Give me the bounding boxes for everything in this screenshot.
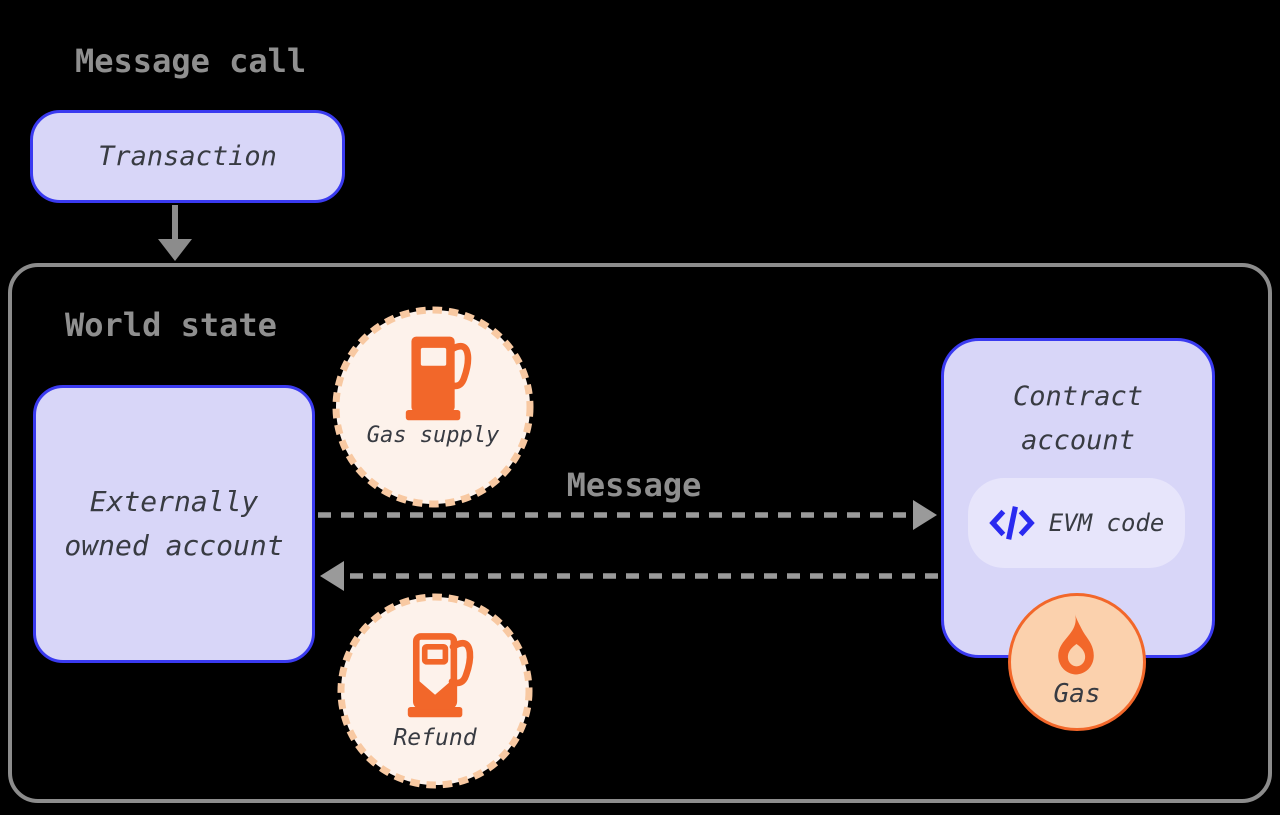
transaction-node: Transaction bbox=[30, 110, 345, 203]
externally-owned-account-node: Externally owned account bbox=[33, 385, 315, 663]
gas-supply-circle: Gas supply bbox=[331, 305, 535, 509]
refund-label: Refund bbox=[393, 725, 477, 751]
world-state-label: World state bbox=[65, 306, 277, 344]
gas-pump-icon bbox=[405, 336, 472, 421]
message-label: Message bbox=[566, 466, 702, 504]
world-state-container bbox=[8, 263, 1272, 803]
refund-circle: Refund bbox=[336, 592, 534, 790]
evm-code-pill: EVM code bbox=[968, 478, 1185, 568]
contract-label-line2: account bbox=[1021, 425, 1135, 456]
code-icon bbox=[988, 506, 1035, 540]
gas-label: Gas bbox=[1053, 679, 1101, 709]
gas-supply-label-line2: supply bbox=[419, 423, 500, 448]
diagram-title: Message call bbox=[75, 42, 307, 80]
gas-pump-refund-icon bbox=[407, 633, 474, 718]
eoa-label-line1: Externally bbox=[89, 485, 259, 518]
gas-supply-label: Gas supply bbox=[331, 423, 535, 448]
eoa-label-line2: owned account bbox=[64, 529, 284, 562]
evm-code-label: EVM code bbox=[1048, 509, 1165, 537]
down-arrow-icon bbox=[158, 205, 192, 261]
transaction-label: Transaction bbox=[98, 141, 277, 172]
flame-icon bbox=[1058, 614, 1094, 675]
contract-label-line1: Contract bbox=[1012, 381, 1144, 412]
dashed-circle-border bbox=[337, 593, 533, 789]
gas-supply-label-line1: Gas bbox=[366, 423, 407, 448]
